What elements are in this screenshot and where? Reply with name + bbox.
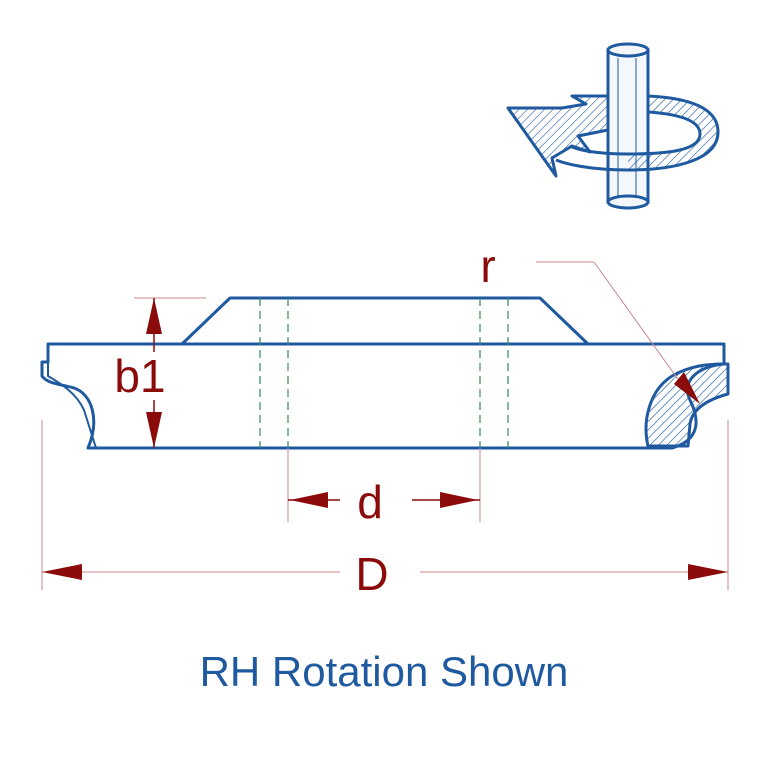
rh-rotation-arrow-icon <box>506 42 720 210</box>
label-b1: b1 <box>114 350 165 402</box>
label-D: D <box>355 548 388 600</box>
radius-section <box>644 362 730 448</box>
caption: RH Rotation Shown <box>199 648 569 695</box>
dimension-r <box>536 261 700 404</box>
label-r: r <box>480 240 495 292</box>
dimension-b1 <box>106 297 206 448</box>
bore-hidden-lines <box>259 298 509 448</box>
dimension-D <box>41 420 729 590</box>
dimension-d <box>287 448 481 522</box>
label-d: d <box>357 476 383 528</box>
